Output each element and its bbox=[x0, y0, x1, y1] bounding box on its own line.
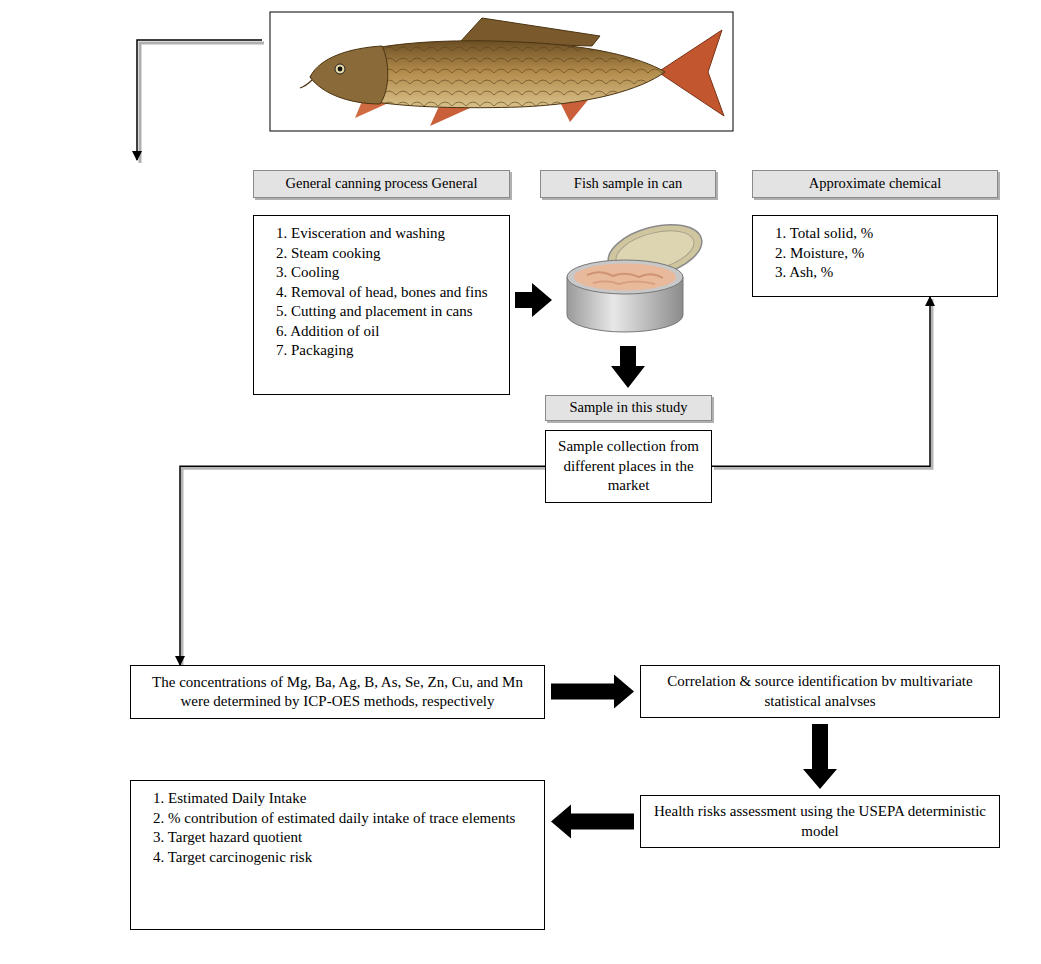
section-header: Approximate chemical bbox=[752, 170, 998, 198]
process-box: Health risks assessment using the USEPA … bbox=[640, 795, 1000, 848]
box-text: Correlation & source identification bv m… bbox=[651, 672, 989, 711]
connector-shadow bbox=[182, 468, 547, 667]
list-item: 7. Packaging bbox=[264, 341, 499, 361]
can-illustration bbox=[567, 215, 708, 332]
list-item: 5. Cutting and placement in cans bbox=[264, 302, 499, 322]
section-header: Fish sample in can bbox=[540, 170, 716, 198]
connector-line bbox=[712, 297, 930, 466]
box-text: Sample in this study bbox=[552, 399, 705, 416]
list-item: 4. Target carcinogenic risk bbox=[141, 848, 534, 868]
leader-shadow bbox=[140, 43, 264, 163]
fish-illustration bbox=[300, 18, 724, 126]
box-text: General canning process General bbox=[260, 175, 503, 192]
connector-line bbox=[180, 466, 545, 665]
process-box: The concentrations of Mg, Ba, Ag, B, As,… bbox=[130, 665, 545, 719]
block-arrow bbox=[515, 283, 552, 317]
list-item: 1. Estimated Daily Intake bbox=[141, 789, 534, 809]
box-text: Sample collection from different places … bbox=[556, 437, 701, 496]
picture-frame bbox=[270, 12, 733, 131]
box-text: Fish sample in can bbox=[547, 175, 709, 192]
block-arrow bbox=[551, 805, 634, 839]
list-box: 1. Evisceration and washing2. Steam cook… bbox=[253, 215, 510, 395]
list-item: 4. Removal of head, bones and fins bbox=[264, 283, 499, 303]
process-box: Sample collection from different places … bbox=[545, 430, 712, 503]
block-arrow bbox=[611, 346, 645, 388]
list-box: 1. Estimated Daily Intake2. % contributi… bbox=[130, 780, 545, 930]
block-arrow bbox=[551, 675, 634, 709]
list-item: 3. Target hazard quotient bbox=[141, 828, 534, 848]
list-item: 1. Evisceration and washing bbox=[264, 224, 499, 244]
leader-line bbox=[137, 40, 262, 160]
process-box: Correlation & source identification bv m… bbox=[640, 665, 1000, 718]
list-item: 3. Cooling bbox=[264, 263, 499, 283]
block-arrow bbox=[803, 724, 837, 789]
list-item: 3. Ash, % bbox=[763, 263, 987, 283]
list-item: 2. Moisture, % bbox=[763, 244, 987, 264]
box-text: Health risks assessment using the USEPA … bbox=[651, 802, 989, 841]
box-text: Approximate chemical bbox=[759, 175, 991, 192]
list-box: 1. Total solid, %2. Moisture, %3. Ash, % bbox=[752, 215, 998, 297]
section-header: General canning process General bbox=[253, 170, 510, 198]
box-text: The concentrations of Mg, Ba, Ag, B, As,… bbox=[141, 673, 534, 712]
connector-shadow bbox=[714, 299, 932, 468]
list-item: 2. Steam cooking bbox=[264, 244, 499, 264]
list-item: 1. Total solid, % bbox=[763, 224, 987, 244]
list-item: 6. Addition of oil bbox=[264, 322, 499, 342]
section-header: Sample in this study bbox=[545, 395, 712, 421]
list-item: 2. % contribution of estimated daily int… bbox=[141, 809, 534, 829]
